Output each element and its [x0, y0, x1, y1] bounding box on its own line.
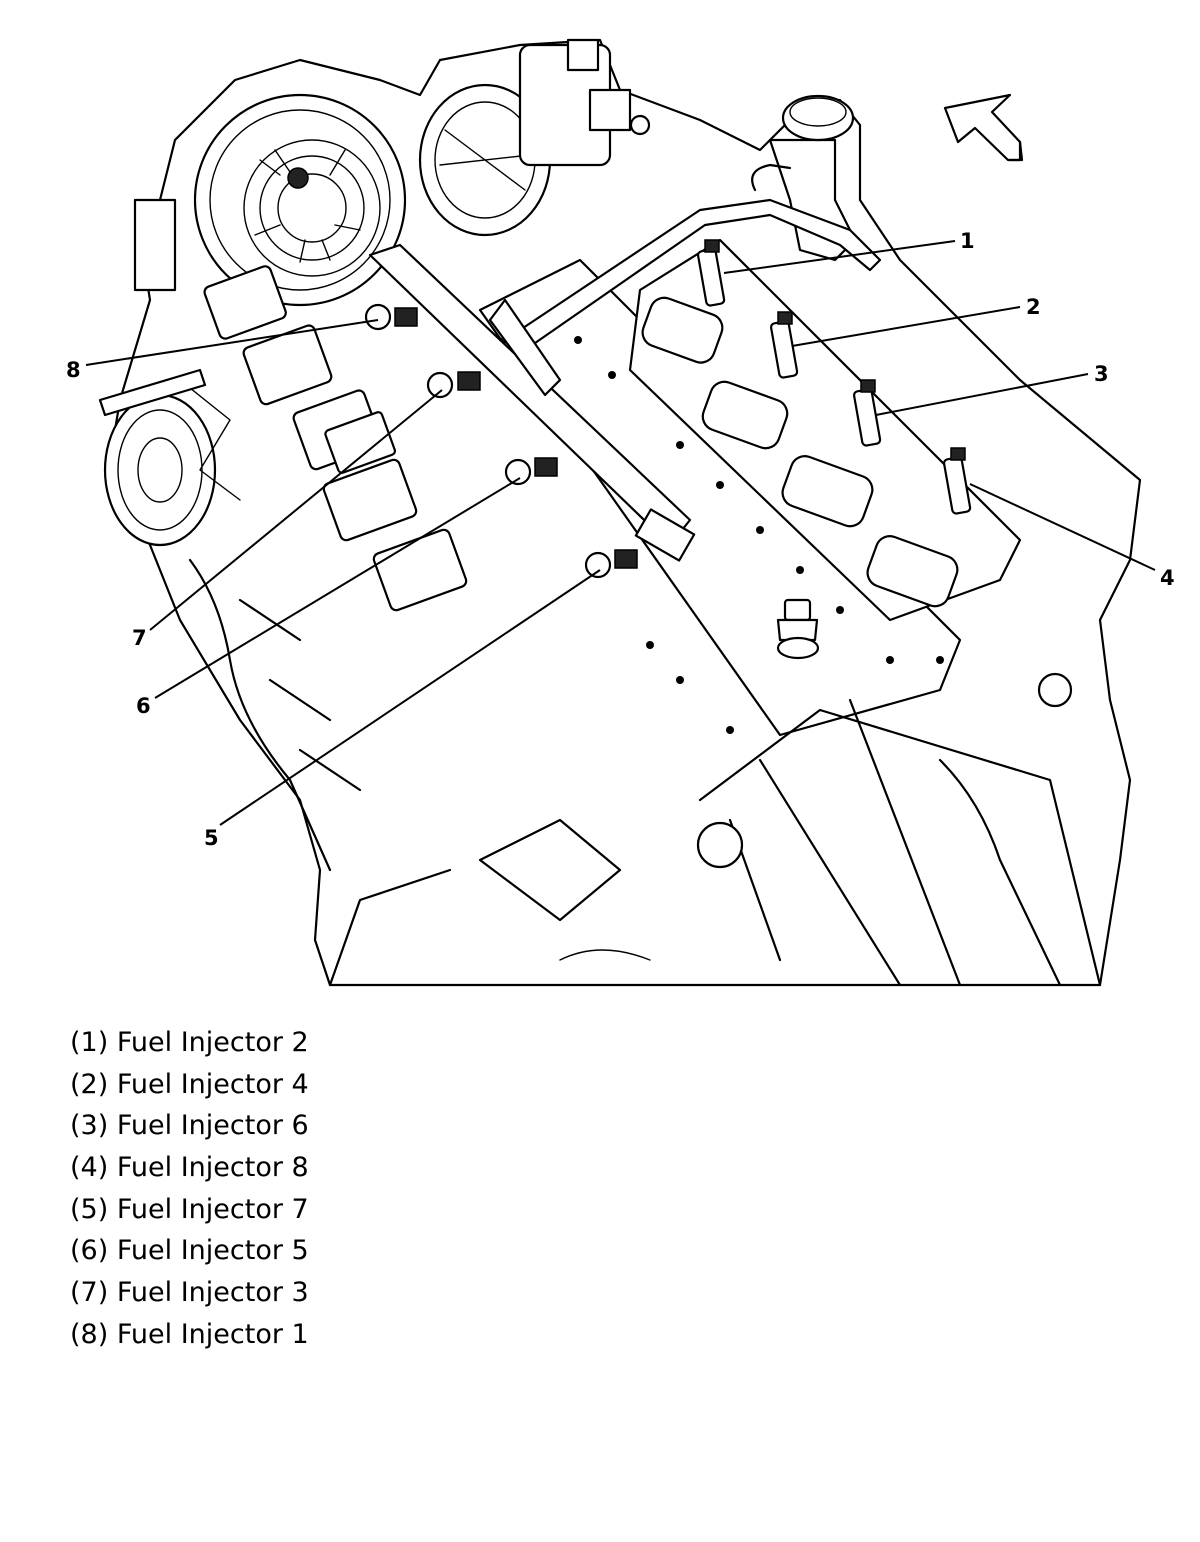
callout-5: 5: [204, 826, 219, 850]
injector-5: [504, 457, 558, 486]
callout-7: 7: [132, 626, 147, 650]
oil-pressure-sensor: [776, 598, 820, 660]
callout-8: 8: [66, 358, 81, 382]
legend-number: (5): [70, 1193, 109, 1225]
left-bracket: [98, 368, 207, 417]
callout-3: 3: [1094, 362, 1109, 386]
legend-label: Fuel Injector 7: [116, 1193, 309, 1225]
bellhousing: [328, 672, 1102, 987]
arrow-upleft-icon: [943, 93, 1024, 162]
throttle-body: [418, 38, 651, 237]
injector-7: [584, 549, 638, 579]
exhaust-manifold-left: [179, 379, 362, 872]
legend-label: Fuel Injector 3: [116, 1277, 309, 1309]
legend-number: (6): [70, 1235, 109, 1267]
legend-number: (3): [70, 1110, 109, 1142]
injector-3: [426, 371, 481, 399]
legend-item: (4) Fuel Injector 8: [70, 1147, 670, 1189]
injector-6: [852, 379, 882, 447]
injector-2: [696, 239, 726, 307]
callout-4: 4: [1160, 566, 1175, 590]
injector-8: [942, 447, 972, 515]
legend-label: Fuel Injector 8: [116, 1152, 309, 1184]
valve-cover-right: [628, 238, 1022, 622]
legend-number: (1): [70, 1027, 109, 1058]
fuel-rail: [368, 198, 882, 562]
legend-label: Fuel Injector 1: [116, 1318, 309, 1350]
legend-item: (3) Fuel Injector 6: [70, 1105, 670, 1147]
leader-lines: [85, 240, 1156, 826]
legend-item: (6) Fuel Injector 5: [70, 1230, 670, 1272]
legend-item: (7) Fuel Injector 3: [70, 1272, 670, 1314]
callout-1: 1: [960, 229, 975, 253]
legend-number: (8): [70, 1318, 109, 1350]
alternator-bracket: [133, 198, 177, 292]
callout-2: 2: [1026, 295, 1041, 319]
legend-number: (7): [70, 1277, 109, 1309]
legend-item: (5) Fuel Injector 7: [70, 1189, 670, 1231]
legend-number: (2): [70, 1068, 109, 1100]
legend-item: (1) Fuel Injector 2: [70, 1022, 670, 1064]
legend-item: (8) Fuel Injector 1: [70, 1314, 670, 1356]
alternator: [193, 93, 407, 307]
crank-pulley: [103, 393, 217, 547]
legend-item: (2) Fuel Injector 4: [70, 1064, 670, 1106]
legend: (1) Fuel Injector 2 (2) Fuel Injector 4 …: [70, 1022, 670, 1356]
legend-number: (4): [70, 1152, 109, 1184]
injector-4: [769, 311, 799, 379]
valley-plate: [478, 258, 962, 737]
coil-packs-left: [203, 265, 468, 612]
callout-6: 6: [136, 694, 151, 718]
legend-label: Fuel Injector 6: [116, 1110, 309, 1142]
injector-1: [364, 303, 418, 331]
legend-label: Fuel Injector 4: [116, 1068, 309, 1100]
engine-diagram: 1 2 3 4 5 6 7 8: [66, 38, 1175, 987]
legend-label: Fuel Injector 5: [116, 1235, 309, 1267]
legend-label: Fuel Injector 2: [116, 1027, 309, 1058]
